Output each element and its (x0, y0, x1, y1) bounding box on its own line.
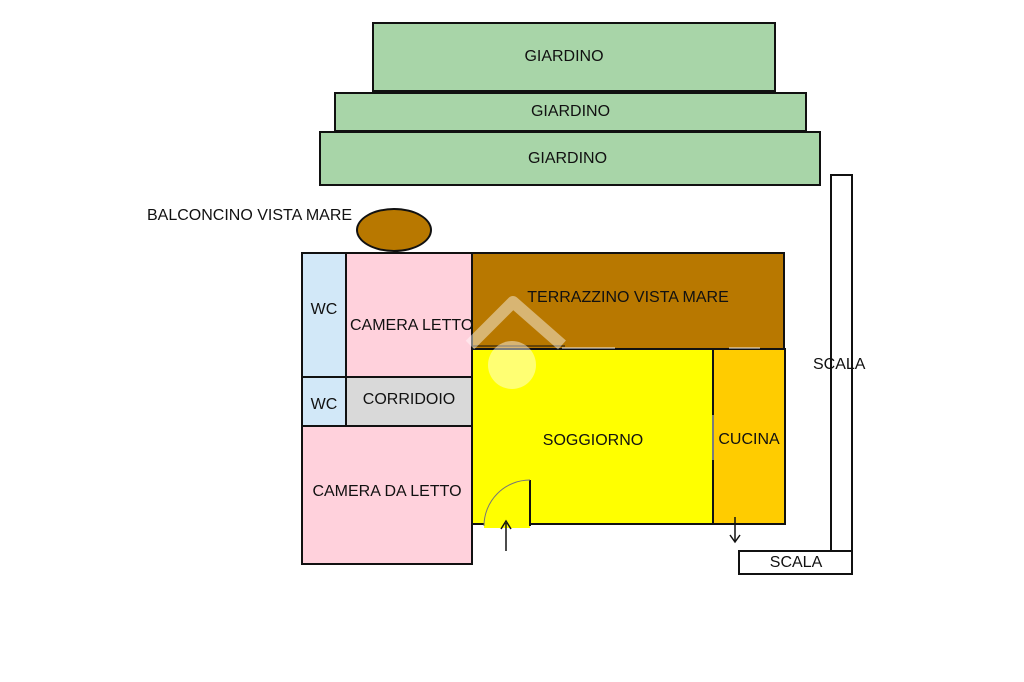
corridor: CORRIDOIO (345, 376, 473, 427)
bedroom-lower-label: CAMERA DA LETTO (312, 483, 462, 500)
living-room-label: SOGGIORNO (542, 431, 644, 449)
stairs-vertical-label: SCALA (813, 356, 866, 373)
garden-top-label: GIARDINO (524, 48, 604, 65)
balcony-label: BALCONCINO VISTA MARE (147, 207, 353, 224)
bedroom-upper-label: CAMERA LETTO (350, 317, 474, 334)
watermark-icon (465, 296, 566, 389)
stairs-horizontal-label: SCALA (769, 553, 823, 571)
terrace-label: TERRAZZINO VISTA MARE (527, 288, 729, 306)
terrace: TERRAZZINO VISTA MARE (471, 252, 785, 350)
garden-bottom: GIARDINO (319, 131, 821, 186)
balcony-shape (356, 208, 432, 252)
entrance-arrow-head (500, 519, 512, 530)
kitchen-arrow-head (729, 534, 741, 544)
wc-upper: WC (301, 252, 347, 378)
garden-middle-label: GIARDINO (530, 103, 611, 120)
garden-bottom-label: GIARDINO (527, 149, 608, 167)
door-swing-arc (483, 479, 531, 527)
entrance-opening (484, 522, 530, 528)
corridor-label: CORRIDOIO (362, 390, 456, 408)
wc-upper-label: WC (310, 301, 338, 318)
kitchen-label: CUCINA (718, 430, 780, 448)
garden-top: GIARDINO (372, 22, 776, 92)
living-room: SOGGIORNO (471, 348, 714, 525)
stairs-horizontal: SCALA (738, 550, 853, 575)
wc-lower-label: WC (310, 395, 338, 413)
bedroom-lower: CAMERA DA LETTO (301, 425, 473, 565)
